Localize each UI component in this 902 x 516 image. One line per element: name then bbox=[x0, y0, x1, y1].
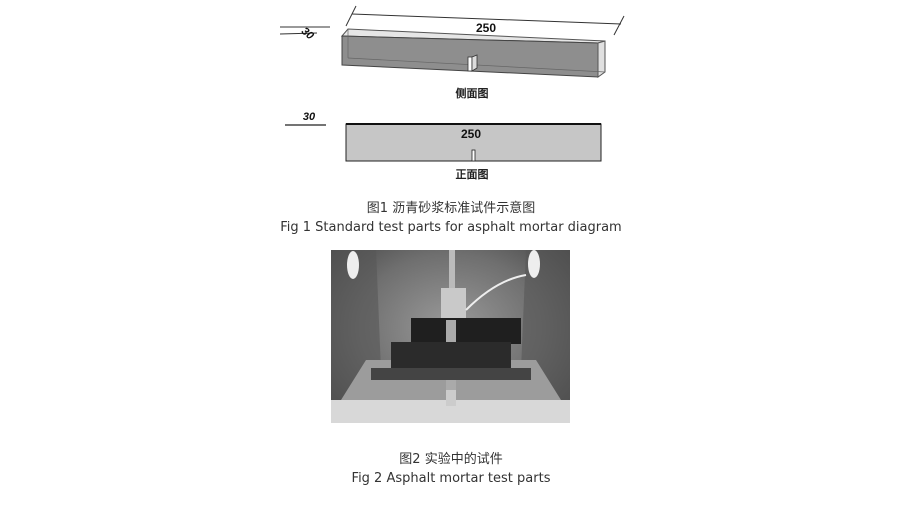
front-view-label: 正面图 bbox=[456, 168, 489, 181]
figure-1-caption-en: Fig 1 Standard test parts for asphalt mo… bbox=[280, 220, 622, 235]
side-width-label: 30 bbox=[299, 25, 317, 43]
front-width-label: 30 bbox=[303, 111, 316, 123]
test-specimen-photo bbox=[331, 250, 570, 423]
figure-1-caption-cn: 图1 沥青砂浆标准试件示意图 bbox=[366, 201, 536, 216]
front-view-diagram: 30 250 正面图 bbox=[285, 111, 602, 181]
figure-2-caption-cn: 图2 实验中的试件 bbox=[399, 452, 503, 467]
side-length-label: 250 bbox=[476, 21, 496, 35]
figure-1-schematic: 250 30 侧面图 30 250 正面图 bbox=[279, 5, 625, 181]
figure-2-caption-en: Fig 2 Asphalt mortar test parts bbox=[351, 471, 551, 486]
front-length-label: 250 bbox=[461, 127, 481, 141]
side-view-diagram: 250 30 侧面图 bbox=[279, 5, 625, 100]
side-view-label: 侧面图 bbox=[456, 86, 489, 100]
